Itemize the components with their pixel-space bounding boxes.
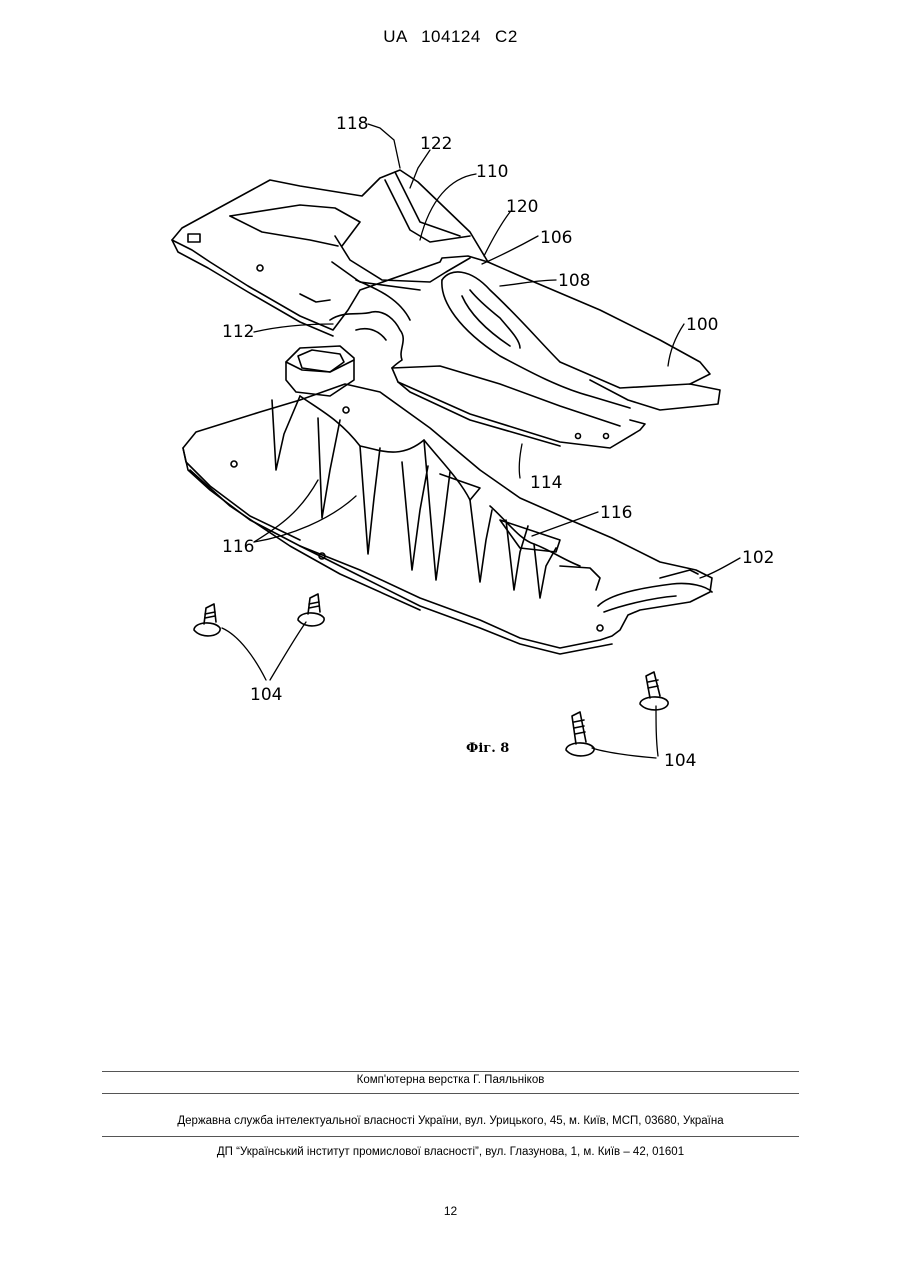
bolt-right-2 [640,672,668,710]
upper-guide-part [172,170,720,448]
exploded-assembly-drawing: 118 122 110 120 106 108 100 112 114 116 … [160,100,800,780]
footer-rule-bottom [102,1136,799,1137]
ref-104-left: 104 [250,685,282,705]
footer-rule-top [102,1071,799,1072]
ref-116-right: 116 [600,503,632,523]
leader-lines [222,124,740,758]
patent-office-address: Державна служба інтелектуальної власност… [0,1115,901,1127]
ref-108: 108 [558,271,590,291]
bolt-left-2 [298,594,324,626]
ref-120: 120 [506,197,538,217]
ref-104-right: 104 [664,751,696,771]
ref-102: 102 [742,548,774,568]
ref-106: 106 [540,228,572,248]
ref-116-left: 116 [222,537,254,557]
figure-caption: Фіг. 8 [466,741,509,756]
bolt-right-1 [566,712,594,756]
ref-112: 112 [222,322,254,342]
layout-credit: Комп'ютерна верстка Г. Паяльніков [0,1074,901,1086]
ref-118: 118 [336,114,368,134]
page-number: 12 [0,1204,901,1218]
ref-100: 100 [686,315,718,335]
lower-base-plate [183,346,712,654]
bolt-left-1 [194,604,220,636]
institute-address: ДП “Український інститут промислової вла… [0,1146,901,1158]
footer-rule-middle [102,1093,799,1094]
ref-122: 122 [420,134,452,154]
ref-114: 114 [530,473,562,493]
patent-drawing: 118 122 110 120 106 108 100 112 114 116 … [160,100,800,780]
patent-number-header: UA 104124 C2 [0,27,901,47]
ref-110: 110 [476,162,508,182]
